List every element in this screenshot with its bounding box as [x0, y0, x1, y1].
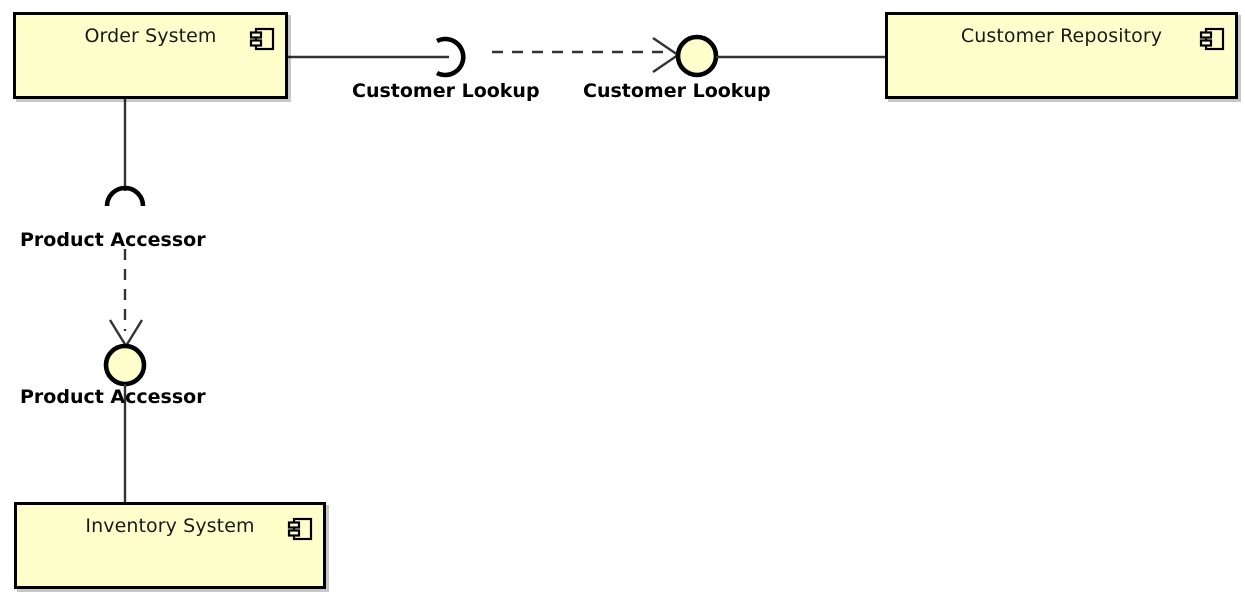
component-inventory-system[interactable]: Inventory System [14, 502, 326, 589]
required-interface-socket-customer-lookup [435, 36, 466, 78]
dependency-arrowhead-product-accessor [108, 319, 144, 349]
provided-interface-ball-customer-lookup [675, 34, 719, 78]
dependency-arrowhead-customer-lookup [652, 37, 681, 73]
component-icon [287, 517, 313, 541]
interface-label-product-accessor-required: Product Accessor [20, 229, 206, 251]
provided-interface-ball-product-accessor [103, 343, 147, 387]
component-icon [249, 27, 275, 51]
component-customer-repository-label: Customer Repository [960, 25, 1163, 47]
interface-label-product-accessor-provided: Product Accessor [20, 386, 206, 408]
component-icon [1199, 27, 1225, 51]
component-inventory-system-label: Inventory System [85, 515, 255, 537]
component-order-system-label: Order System [84, 25, 217, 47]
component-order-system[interactable]: Order System [13, 12, 288, 99]
interface-label-customer-lookup-provided: Customer Lookup [583, 80, 771, 102]
interface-label-customer-lookup-required: Customer Lookup [352, 80, 540, 102]
required-interface-socket-product-accessor [104, 185, 146, 207]
component-customer-repository[interactable]: Customer Repository [885, 12, 1238, 99]
